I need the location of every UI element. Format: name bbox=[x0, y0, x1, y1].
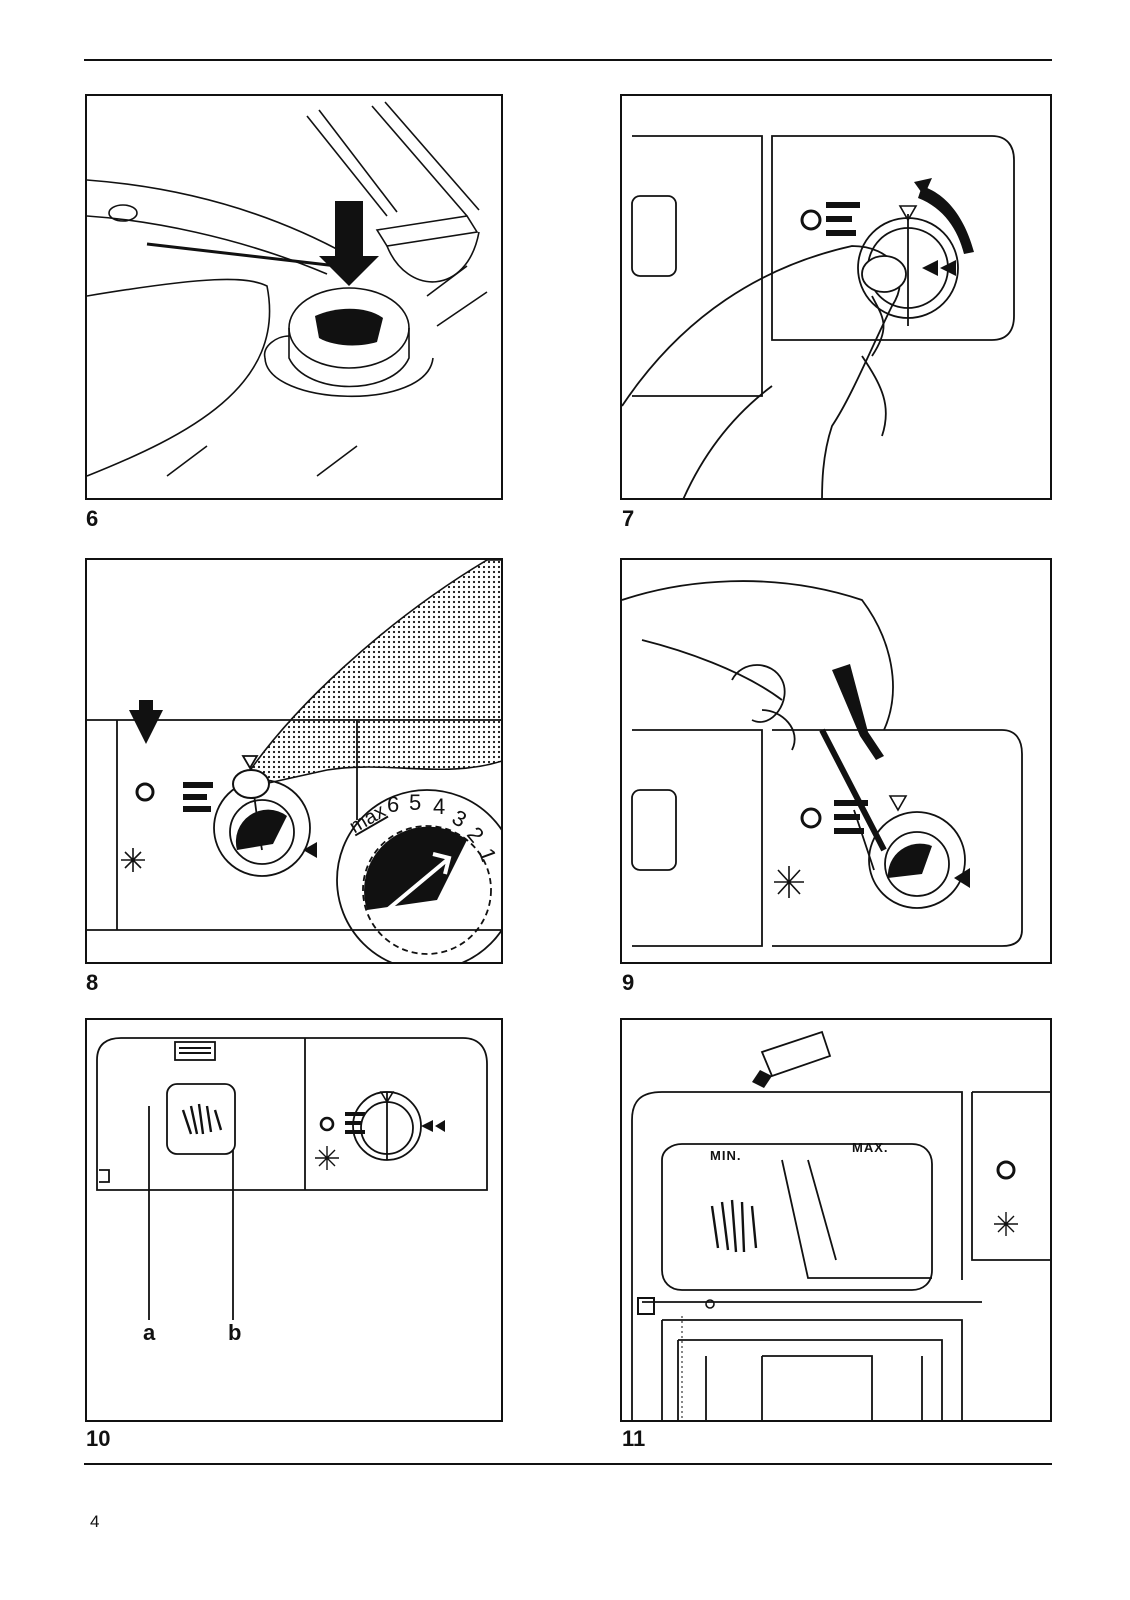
figure-10-number: 10 bbox=[86, 1428, 110, 1450]
callout-a: a bbox=[143, 1322, 155, 1344]
callout-b: b bbox=[228, 1322, 241, 1344]
figure-11-max-label: MAX. bbox=[852, 1140, 889, 1155]
figure-9-number: 9 bbox=[622, 972, 634, 994]
figure-6-illustration bbox=[85, 94, 503, 500]
top-rule bbox=[84, 59, 1052, 61]
figure-11-illustration: MIN. MAX. bbox=[620, 1018, 1052, 1422]
figure-11-min-label: MIN. bbox=[710, 1148, 741, 1163]
figure-8-dial-label-4: 4 bbox=[433, 794, 445, 820]
figure-8-number: 8 bbox=[86, 972, 98, 994]
figure-8-dial-label-5: 5 bbox=[409, 790, 421, 816]
figure-9-illustration bbox=[620, 558, 1052, 964]
figure-6-number: 6 bbox=[86, 508, 98, 530]
figure-8-dial-label-6: 6 bbox=[387, 792, 399, 818]
figure-7-number: 7 bbox=[622, 508, 634, 530]
bottom-rule bbox=[84, 1463, 1052, 1465]
figure-7-illustration bbox=[620, 94, 1052, 500]
figure-10-illustration: a b bbox=[85, 1018, 503, 1422]
figure-11-number: 11 bbox=[622, 1428, 645, 1450]
figure-8-illustration: max 6 5 4 3 2 1 bbox=[85, 558, 503, 964]
page-number: 4 bbox=[90, 1512, 99, 1532]
